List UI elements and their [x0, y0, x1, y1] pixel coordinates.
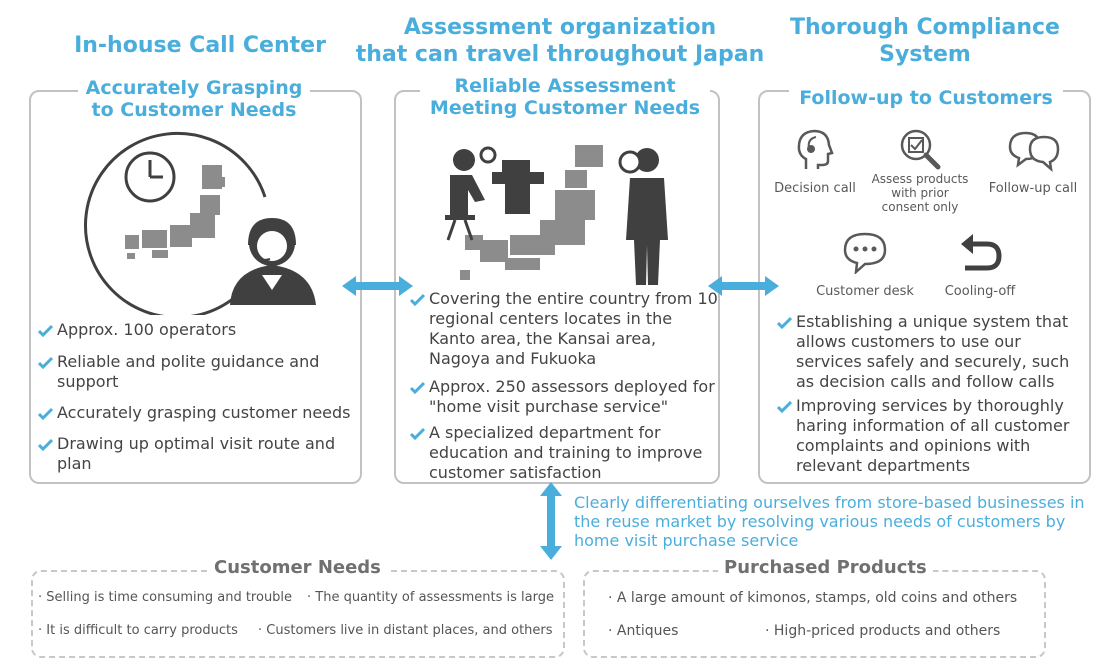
customer-need-item: · The quantity of assessments is large: [307, 590, 554, 605]
icon-label: Follow-up call: [988, 181, 1078, 196]
bullet-item: Reliable and polite guidance and support: [37, 352, 357, 392]
assessment-illustration: [445, 145, 668, 285]
check-icon: [777, 316, 792, 329]
check-icon: [38, 407, 53, 420]
double-arrow-left: [342, 276, 413, 296]
differentiation-text: Clearly differentiating ourselves from s…: [574, 493, 1085, 550]
double-arrow-vertical: [540, 482, 562, 560]
bullet-item: Approx. 250 assessors deployed for "home…: [409, 377, 719, 417]
standing-assessor-icon: [618, 148, 668, 285]
headset-person-icon: [797, 129, 834, 169]
icon-item: Decision call: [760, 127, 870, 196]
customer-need-item: · Customers live in distant places, and …: [258, 623, 553, 638]
bullet-item: A specialized department for education a…: [409, 423, 719, 483]
bullet-item: Establishing a unique system that allows…: [776, 312, 1086, 392]
check-icon: [410, 427, 425, 440]
icon-label: Customer desk: [816, 284, 914, 299]
bullet-item: Improving services by thoroughly haring …: [776, 396, 1086, 476]
bullet-item: Covering the entire country from 10 regi…: [409, 289, 719, 369]
purchased-products-title: Purchased Products: [718, 558, 933, 578]
column-1-subtitle: Accurately Grasping to Customer Needs: [78, 77, 310, 121]
column-2-subtitle: Reliable Assessment Meeting Customer Nee…: [420, 75, 710, 119]
japan-map-icon: [125, 165, 225, 259]
column-3-bullets: Establishing a unique system that allows…: [776, 312, 1086, 476]
check-icon: [410, 293, 425, 306]
icon-item: Assess products with prior consent only: [865, 127, 975, 214]
column-2-bullets: Covering the entire country from 10 regi…: [409, 289, 719, 483]
icon-item: Cooling-off: [925, 230, 1035, 299]
bullet-item: Accurately grasping customer needs: [37, 403, 357, 423]
check-icon: [38, 324, 53, 337]
column-3-title: Thorough Compliance System: [790, 15, 1060, 67]
purchased-product-item: · High-priced products and others: [765, 623, 1001, 639]
chat-bubble-icon: [843, 232, 887, 274]
column-2-title: Assessment organization that can travel …: [355, 15, 765, 67]
check-icon: [410, 381, 425, 394]
customer-need-item: · It is difficult to carry products: [38, 623, 238, 638]
icon-item: Customer desk: [810, 230, 920, 299]
column-1-bullets: Approx. 100 operators Reliable and polit…: [37, 320, 357, 474]
icon-label: Assess products with prior consent only: [871, 172, 969, 214]
customer-need-item: · Selling is time consuming and trouble: [38, 590, 293, 605]
icon-label: Decision call: [774, 181, 856, 196]
check-icon: [38, 438, 53, 451]
purchased-product-item: · A large amount of kimonos, stamps, old…: [608, 590, 1018, 606]
icon-item: Follow-up call: [978, 127, 1088, 196]
compliance-icon-grid: Decision call Assess products with prior…: [760, 122, 1090, 302]
japan-map-icon: [460, 145, 603, 280]
purchased-products-box: [583, 570, 1046, 658]
column-1-title: In-house Call Center: [74, 33, 326, 58]
call-center-illustration: [84, 131, 316, 315]
purchased-product-item: · Antiques: [608, 623, 679, 639]
bullet-item: Drawing up optimal visit route and plan: [37, 434, 357, 474]
operator-headset-icon: [230, 217, 316, 305]
check-icon: [38, 356, 53, 369]
assessor-at-desk-icon: [445, 146, 544, 241]
customer-needs-title: Customer Needs: [208, 558, 387, 578]
check-icon: [777, 400, 792, 413]
bullet-item: Approx. 100 operators: [37, 320, 357, 340]
speech-bubbles-icon: [1008, 131, 1060, 173]
magnifier-check-icon: [900, 129, 941, 170]
customer-needs-box: [31, 570, 565, 658]
return-arrow-icon: [961, 234, 1002, 271]
clock-icon: [124, 151, 176, 203]
icon-label: Cooling-off: [944, 284, 1016, 299]
column-3-subtitle: Follow-up to Customers: [789, 87, 1063, 109]
double-arrow-right: [708, 276, 779, 296]
